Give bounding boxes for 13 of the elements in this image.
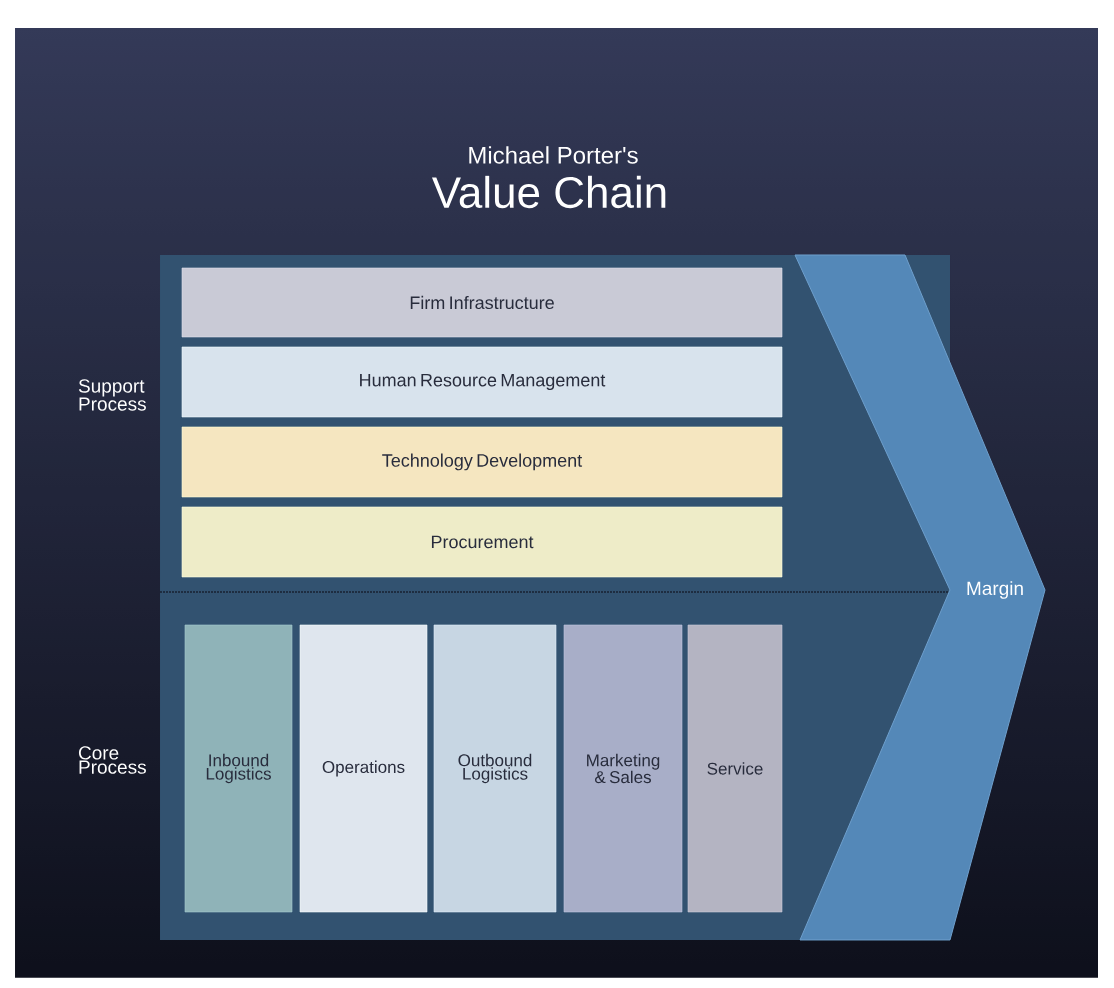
subtitle: Michael Porter's	[469, 146, 638, 164]
section-label: Support Process	[78, 379, 146, 411]
activity-column: Operations	[299, 624, 428, 913]
activity-bar: Human Resource Management	[181, 346, 783, 418]
activity-bar: Procurement	[181, 506, 783, 578]
section-label: Core Process	[78, 746, 146, 774]
activity-bar: Firm Infrastructure	[181, 267, 783, 338]
title: Value Chain	[431, 175, 666, 209]
activity-column: Marketing & Sales	[563, 624, 683, 913]
activity-column: Outbound Logistics	[433, 624, 557, 913]
activity-bar: Technology Development	[181, 426, 783, 498]
activity-column: Service	[687, 624, 783, 913]
activity-column: Inbound Logistics	[184, 624, 293, 913]
